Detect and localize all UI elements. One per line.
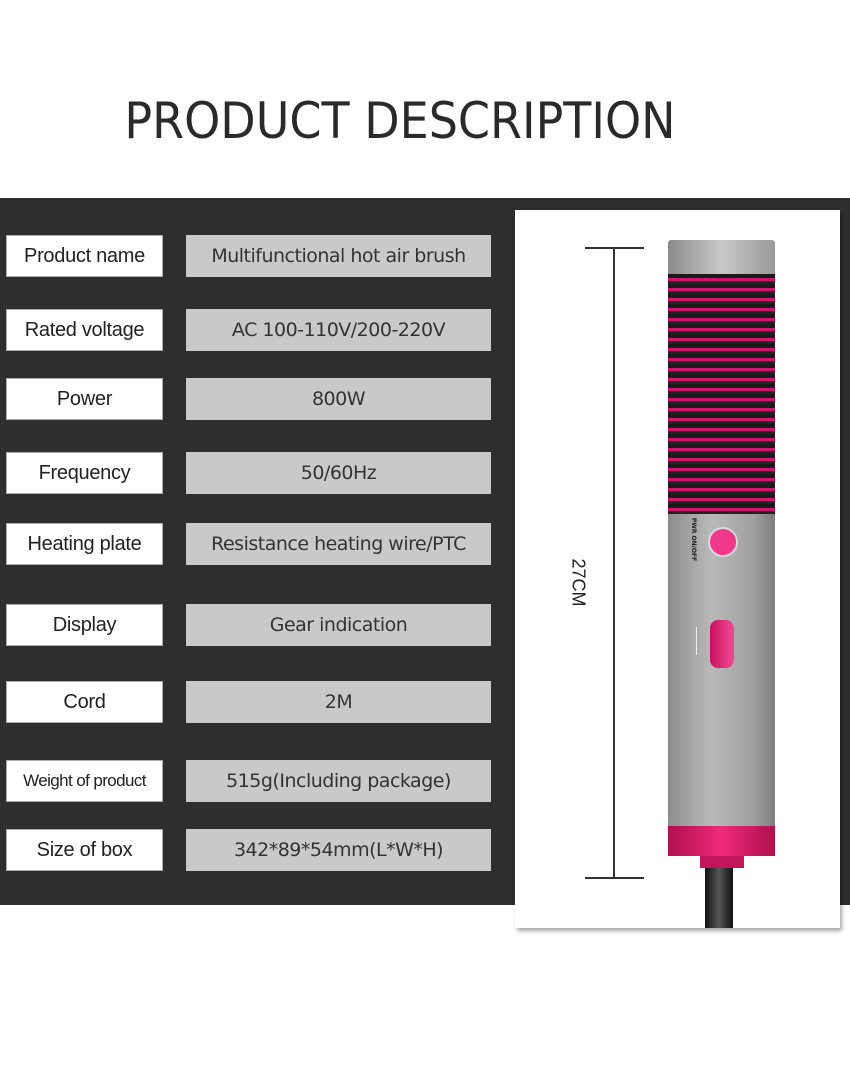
spec-value: 2M xyxy=(186,681,491,723)
dimension-cap-top xyxy=(585,247,644,249)
spec-value: 50/60Hz xyxy=(186,452,491,494)
spec-value: Gear indication xyxy=(186,604,491,646)
brush-handle xyxy=(668,514,775,826)
brush-bristles xyxy=(668,274,775,514)
brush-cap xyxy=(668,240,775,274)
spec-value: AC 100-110V/200-220V xyxy=(186,309,491,351)
spec-label: Product name xyxy=(6,235,163,277)
page-title: PRODUCT DESCRIPTION xyxy=(124,92,676,150)
spec-value: Multifunctional hot air brush xyxy=(186,235,491,277)
spec-label: Cord xyxy=(6,681,163,723)
spec-label: Weight of product xyxy=(6,760,163,802)
spec-value: 342*89*54mm(L*W*H) xyxy=(186,829,491,871)
brush-cord xyxy=(705,865,733,928)
power-button-lettering: PWR ON/OFF xyxy=(690,517,698,562)
spec-value: 800W xyxy=(186,378,491,420)
spec-label: Display xyxy=(6,604,163,646)
brush-base-ring xyxy=(668,826,775,856)
spec-label: Power xyxy=(6,378,163,420)
gear-slider-icon xyxy=(710,620,734,668)
spec-label: Heating plate xyxy=(6,523,163,565)
dimension-label: 27CM xyxy=(568,558,589,607)
gear-indicator-icon xyxy=(696,627,703,655)
power-button-icon xyxy=(708,527,738,557)
dimension-cap-bottom xyxy=(585,877,644,879)
spec-label: Size of box xyxy=(6,829,163,871)
spec-value: Resistance heating wire/PTC xyxy=(186,523,491,565)
spec-value: 515g(Including package) xyxy=(186,760,491,802)
spec-label: Rated voltage xyxy=(6,309,163,351)
dimension-line xyxy=(613,248,615,878)
spec-label: Frequency xyxy=(6,452,163,494)
brush-base xyxy=(700,856,744,868)
